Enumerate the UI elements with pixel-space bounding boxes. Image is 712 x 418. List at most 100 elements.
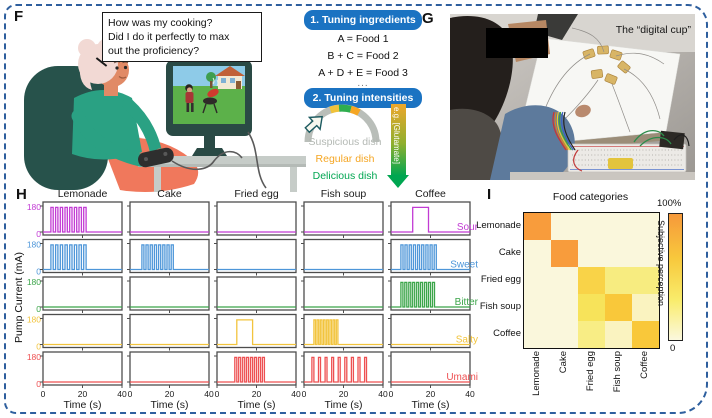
x-axis-label: Time (s) [237, 399, 275, 411]
subplot-frame [216, 238, 297, 274]
colorbar [668, 213, 683, 341]
equation-1: A = Food 1 [337, 33, 389, 45]
subplot-frame [303, 351, 384, 386]
x-tick-label: 20 [165, 389, 175, 399]
colorbar-max-label: 100% [657, 198, 682, 209]
subplot-frame [129, 351, 210, 386]
subplot-frame [390, 201, 471, 236]
heatmap-cell [578, 294, 605, 321]
column-title: Fish soup [321, 188, 367, 200]
computer-monitor [166, 60, 252, 156]
x-axis-label: Time (s) [63, 399, 101, 411]
heatmap-cell [578, 267, 605, 294]
panel-label-i: I [487, 186, 492, 203]
subplot-frame [303, 201, 384, 236]
heatmap-cell [605, 213, 632, 240]
pulse-trace-coffee-sweet [391, 244, 470, 271]
heatmap-col-label: Fried egg [585, 351, 596, 392]
heatmap-cell [524, 321, 551, 348]
taste-row-label: Sour [457, 222, 479, 233]
battery [608, 158, 633, 169]
y-tick-label: 180 [27, 352, 41, 362]
heatmap-col-label: Fish soup [612, 351, 623, 393]
taste-intensity-gauge [304, 104, 380, 143]
taste-row-label: Salty [456, 335, 478, 346]
subplot-frame [303, 238, 384, 274]
heatmap-row-label: Fish soup [479, 301, 521, 312]
colorbar-axis-label: Subjective perception [656, 220, 666, 307]
heatmap-row-label: Lemonade [476, 220, 521, 231]
taste-row-label: Umami [446, 372, 478, 383]
x-axis-label: Time (s) [324, 399, 362, 411]
heatmap-row-label: Cake [498, 247, 521, 258]
heatmap-cell [632, 267, 659, 294]
equation-2: B + C = Food 2 [327, 50, 399, 62]
column-title: Fried egg [234, 188, 279, 200]
heatmap-title: Food categories [552, 191, 629, 203]
heatmap-row-label: Coffee [493, 328, 521, 339]
heatmap-cell [578, 213, 605, 240]
speech-bubble: How was my cooking? Did I do it perfectl… [102, 12, 262, 62]
dish-label-2: Regular dish [315, 153, 375, 165]
pulse-trace-fried-egg-salty [217, 319, 296, 346]
colorbar-min-label: 0 [670, 343, 676, 354]
subplot-frame [129, 276, 210, 311]
subplot-frame [42, 238, 123, 274]
column-title: Cake [157, 188, 182, 200]
heatmap-cell [632, 213, 659, 240]
taste-row-label: Sweet [450, 260, 478, 271]
heatmap-cell [605, 267, 632, 294]
y-tick-label: 180 [27, 315, 41, 325]
privacy-censor-bar [486, 28, 548, 58]
x-axis-label: Time (s) [411, 399, 449, 411]
dish-label-3: Delicious dish [312, 170, 378, 182]
heatmap-cell [632, 294, 659, 321]
heatmap-cell [605, 321, 632, 348]
x-tick-label: 20 [78, 389, 88, 399]
panel-label-h: H [16, 186, 27, 203]
pulse-trace-coffee-sour [391, 206, 470, 233]
subplot-frame [216, 276, 297, 311]
taste-row-label: Bitter [455, 297, 479, 308]
x-tick-label: 0 [41, 389, 46, 399]
subplot-frame [216, 313, 297, 349]
heatmap-col-label: Cake [558, 351, 569, 374]
x-tick-label: 40 [204, 389, 214, 399]
column-title: Coffee [415, 188, 446, 200]
panel-label-f: F [14, 8, 24, 25]
x-tick-label: 40 [291, 389, 301, 399]
y-tick-label: 0 [36, 229, 41, 239]
x-axis-label: Time (s) [150, 399, 188, 411]
breadboard-electronics [510, 111, 695, 180]
subplot-frame [42, 201, 123, 236]
heatmap-col-label: Lemonade [531, 351, 542, 396]
heatmap-cell [551, 267, 578, 294]
heatmap-cell [578, 240, 605, 267]
heatmap-cell [551, 294, 578, 321]
rainbow-ribbon-cable [552, 111, 576, 151]
heatmap-cell [551, 240, 578, 267]
panel-label-g: G [422, 10, 434, 27]
x-tick-label: 0 [302, 389, 307, 399]
x-tick-label: 0 [128, 389, 133, 399]
x-tick-label: 40 [117, 389, 127, 399]
heatmap-cell [551, 321, 578, 348]
y-tick-label: 0 [36, 342, 41, 352]
heatmap-cell [632, 321, 659, 348]
step1-badge: 1. Tuning ingredients [304, 10, 422, 30]
y-tick-label: 0 [36, 379, 41, 389]
subplot-frame [129, 201, 210, 236]
pulse-trace-coffee-bitter [391, 281, 470, 308]
subplot-frame [303, 276, 384, 311]
equations-ellipsis: ... [357, 78, 369, 89]
x-tick-label: 20 [426, 389, 436, 399]
x-tick-label: 0 [389, 389, 394, 399]
pulse-trace-fish-soup-salty [304, 319, 383, 346]
speech-line-3: out the proficiency? [108, 45, 200, 57]
subplot-frame [42, 276, 123, 311]
heatmap-col-label: Coffee [639, 351, 650, 379]
x-tick-label: 20 [339, 389, 349, 399]
heatmap-row-label: Fried egg [480, 274, 521, 285]
